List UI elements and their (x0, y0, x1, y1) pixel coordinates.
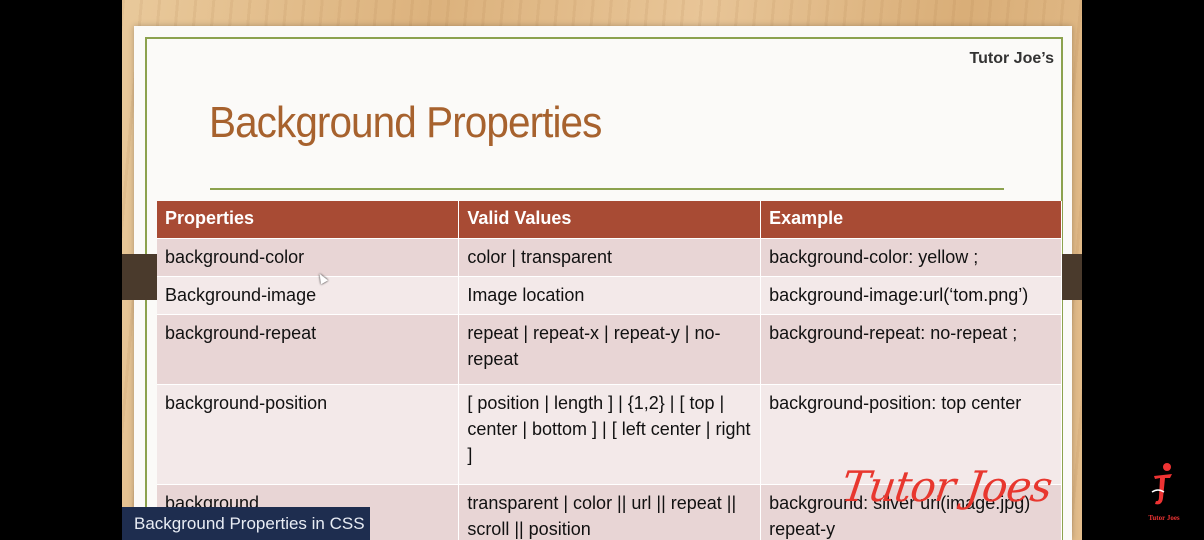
example-cell: background-position: top center (760, 384, 1062, 485)
example-cell: background: silver url(image.jpg) repeat… (760, 484, 1062, 540)
values-cell: repeat | repeat-x | repeat-y | no-repeat (458, 314, 762, 385)
property-cell: background-position (157, 384, 460, 485)
slide-side-tab-right (1062, 254, 1082, 300)
values-cell: [ position | length ] | {1,2} | [ top | … (458, 384, 762, 485)
video-caption-bar (122, 507, 370, 540)
table-header-row: Properties Valid Values Example (157, 201, 1062, 239)
example-cell: background-repeat: no-repeat ; (760, 314, 1062, 385)
header-example: Example (760, 201, 1062, 239)
video-caption-text: Background Properties in CSS (134, 514, 365, 533)
table-row: background-repeat repeat | repeat-x | re… (157, 314, 1062, 385)
header-properties: Properties (157, 201, 460, 239)
values-cell: color | transparent (458, 238, 762, 277)
title-divider (210, 188, 1004, 190)
property-cell: background-repeat (157, 314, 460, 385)
table-row: background-position [ position | length … (157, 384, 1062, 485)
slide-side-tab-left (122, 254, 158, 300)
example-cell: background-image:url(‘tom.png’) (760, 276, 1062, 315)
tutor-joes-watermark: Tutor Joes (838, 462, 1055, 511)
tutor-joes-logo-icon (1151, 463, 1172, 505)
table-row: Background-image Image location backgrou… (157, 276, 1062, 315)
property-cell: Background-image (157, 276, 460, 315)
example-cell: background-color: yellow ; (760, 238, 1062, 277)
table-row: background-color color | transparent bac… (157, 238, 1062, 277)
values-cell: transparent | color || url || repeat || … (458, 484, 762, 540)
brand-label: Tutor Joe’s (969, 50, 1054, 67)
logo-label: Tutor Joes (1148, 514, 1180, 522)
slide-title: Background Properties (209, 98, 602, 147)
header-valid-values: Valid Values (458, 201, 762, 239)
property-cell: background-color (157, 238, 460, 277)
values-cell: Image location (458, 276, 762, 315)
